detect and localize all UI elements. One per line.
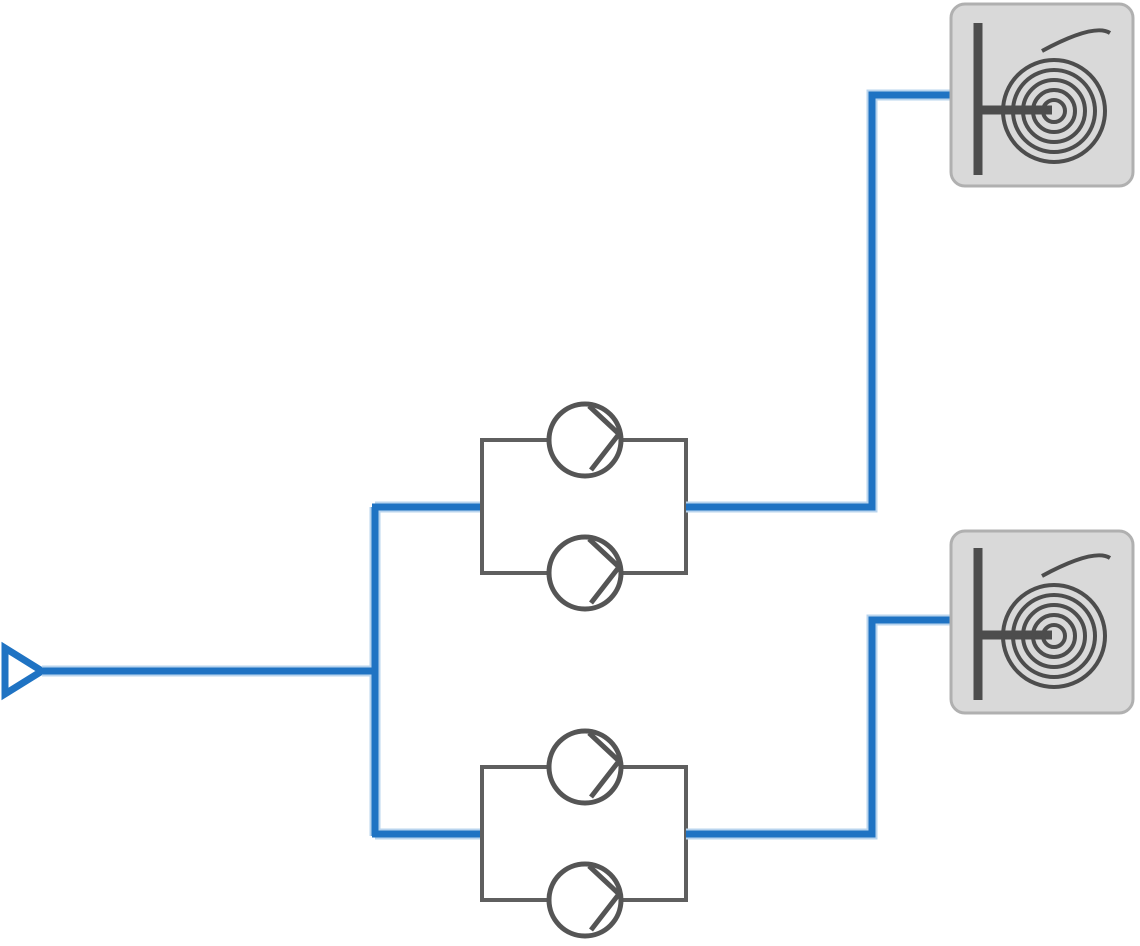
hose-reel-icon[interactable] — [949, 529, 1135, 715]
hose-reel-icon[interactable] — [949, 2, 1135, 188]
supply-manifold — [42, 501, 482, 840]
pump-icon[interactable] — [546, 728, 624, 806]
pump-icon[interactable] — [546, 534, 624, 612]
pump-group-lower[interactable] — [480, 728, 688, 939]
lower-discharge-pipe — [686, 616, 950, 838]
discharge-pipes — [686, 89, 950, 840]
inlet-triangle-icon[interactable] — [1, 641, 49, 701]
pump-icon[interactable] — [546, 861, 624, 939]
pump-group-upper[interactable] — [480, 401, 688, 612]
pump-icon[interactable] — [546, 401, 624, 479]
upper-discharge-pipe — [686, 91, 950, 511]
